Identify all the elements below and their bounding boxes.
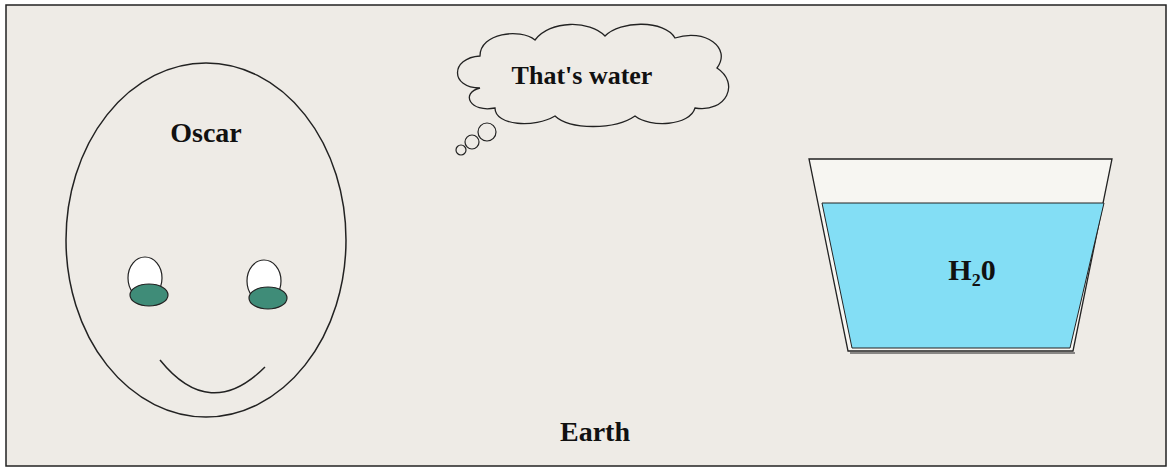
thought-bubble-dot xyxy=(465,135,479,149)
face-outline xyxy=(66,63,346,417)
glass-base xyxy=(850,352,1075,353)
frame xyxy=(6,5,1166,466)
thought-cloud: That's water xyxy=(440,18,736,128)
place-label: Earth xyxy=(560,416,630,448)
eye-pupil xyxy=(130,284,168,306)
face-oval-shape xyxy=(65,62,347,418)
node-text: Oscar xyxy=(170,117,242,149)
node-text: H₂0 xyxy=(948,253,995,287)
smile xyxy=(160,360,265,393)
node-text: That's water xyxy=(512,61,653,91)
water xyxy=(822,203,1104,348)
cloud-outline xyxy=(458,24,729,126)
glass-outline xyxy=(809,159,1112,351)
eye-pupil xyxy=(249,287,287,309)
thought-bubble-dot xyxy=(456,145,466,155)
water-glass: H₂0 xyxy=(808,158,1113,354)
face-oval: Oscar xyxy=(65,62,347,418)
thought-bubble-dot xyxy=(478,123,496,141)
